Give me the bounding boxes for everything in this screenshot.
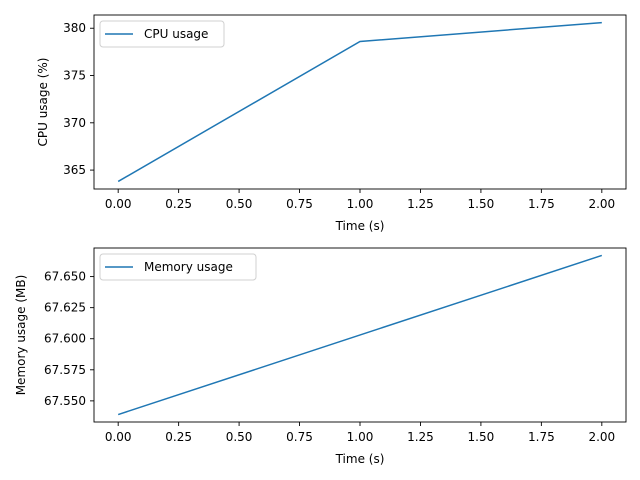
y-axis-label: Memory usage (MB): [14, 275, 28, 396]
x-tick-label: 0.75: [286, 197, 313, 211]
y-tick-label: 67.575: [44, 363, 86, 377]
x-tick-label: 0.00: [105, 197, 132, 211]
y-tick-label: 67.550: [44, 394, 86, 408]
y-tick-label: 375: [63, 69, 86, 83]
x-tick-label: 1.50: [468, 197, 495, 211]
y-tick-label: 67.600: [44, 332, 86, 346]
y-tick-label: 380: [63, 21, 86, 35]
x-tick-label: 0.75: [286, 430, 313, 444]
x-tick-label: 1.75: [528, 197, 555, 211]
series-line: [117, 254, 603, 416]
legend: CPU usage: [99, 20, 225, 48]
x-tick-label: 0.50: [226, 197, 253, 211]
y-axis-label: CPU usage (%): [36, 57, 50, 146]
x-axis-label: Time (s): [335, 219, 385, 233]
y-tick-label: 365: [63, 163, 86, 177]
x-tick-label: 1.00: [347, 430, 374, 444]
legend-box: [99, 20, 225, 48]
x-tick-label: 2.00: [588, 197, 615, 211]
legend-label: Memory usage: [144, 260, 233, 274]
x-tick-label: 0.25: [165, 430, 192, 444]
series-line: [117, 21, 602, 183]
x-tick-label: 1.25: [407, 197, 434, 211]
x-tick-label: 0.50: [226, 430, 253, 444]
chart-memory: 0.00 0.25 0.50 0.75 1.00 1.25 1.50 1.75 2.00 67.5…: [14, 247, 627, 466]
y-tick-label: 67.625: [44, 301, 86, 315]
x-tick-label: 0.00: [105, 430, 132, 444]
x-axis-label: Time (s): [335, 452, 385, 466]
legend-box: [99, 253, 257, 281]
y-tick-label: 67.650: [44, 270, 86, 284]
x-tick-label: 0.25: [165, 197, 192, 211]
x-tick-label: 1.00: [347, 197, 374, 211]
x-tick-label: 1.75: [528, 430, 555, 444]
chart-cpu: 0.00 0.25 0.50 0.75 1.00 1.25 1.50 1.75 2.00 365 3…: [36, 14, 627, 233]
x-tick-label: 2.00: [588, 430, 615, 444]
x-tick-label: 1.50: [468, 430, 495, 444]
legend-label: CPU usage: [144, 27, 208, 41]
y-tick-label: 370: [63, 116, 86, 130]
x-tick-label: 1.25: [407, 430, 434, 444]
legend: Memory usage: [99, 253, 257, 281]
